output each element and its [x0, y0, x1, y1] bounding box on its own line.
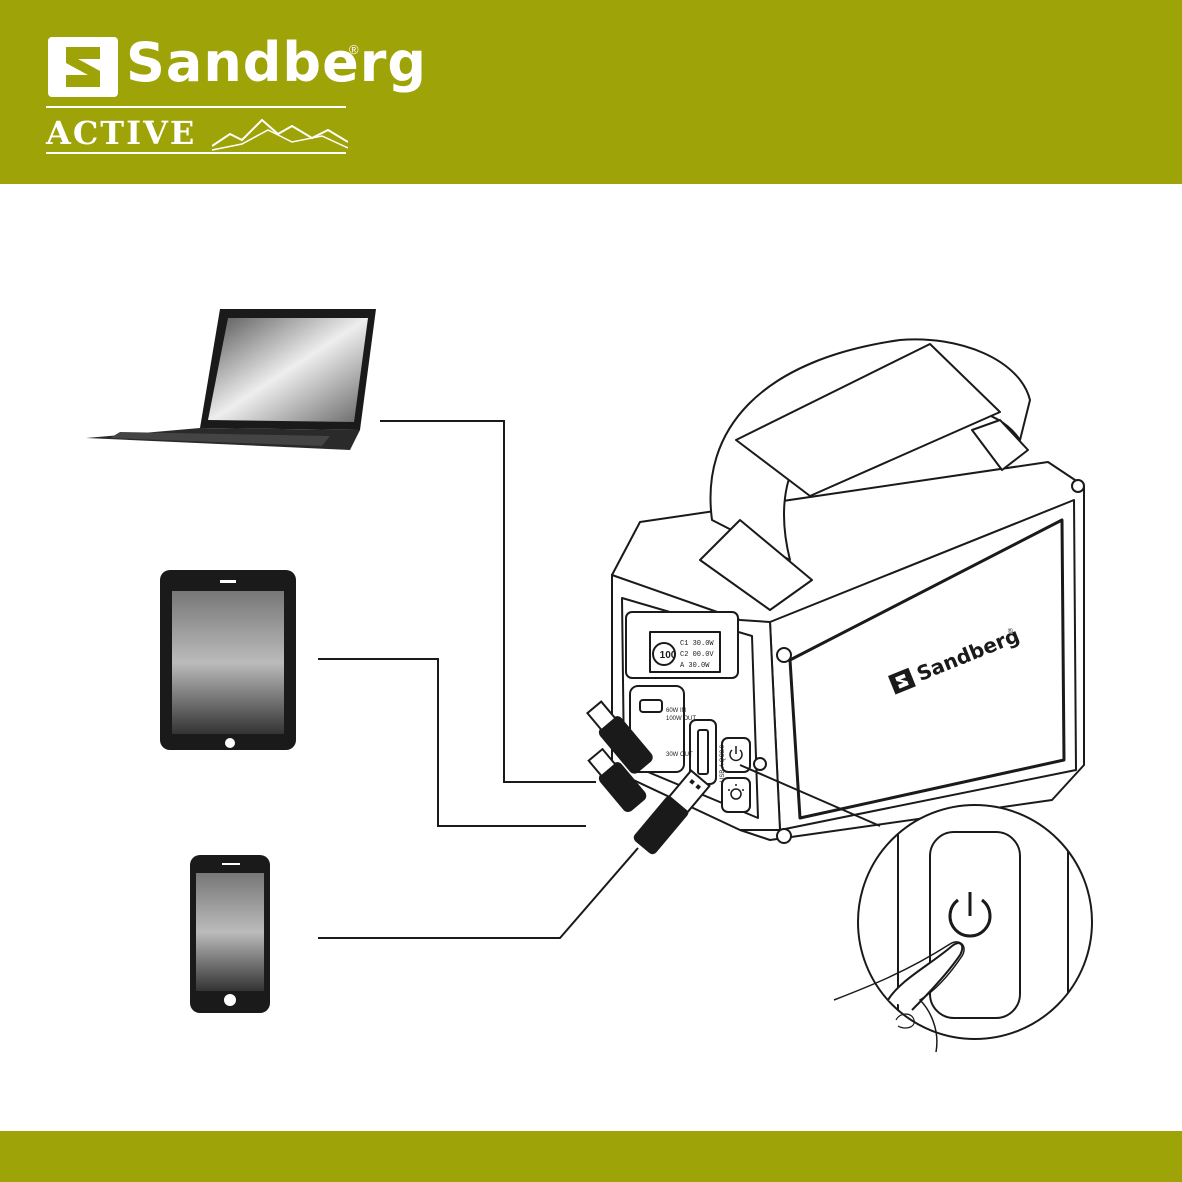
port-label-usb-a: USB-A QC3.0 — [720, 744, 726, 782]
laptop-icon — [86, 309, 376, 450]
battery-percent: 100 — [660, 650, 677, 661]
footer-banner — [0, 1131, 1182, 1182]
brand-name: Sandberg — [126, 30, 427, 96]
power-station — [612, 339, 1084, 843]
connection-diagram: 100 C1 30.0W C2 00.0V A 30.0W 60W IN 100… — [0, 184, 1182, 1131]
smartphone-icon — [190, 855, 270, 1013]
display-row-3: A 30.0W — [680, 662, 710, 670]
display-row-1: C1 30.0W — [680, 640, 714, 648]
cables — [318, 421, 638, 938]
registered-mark: ® — [349, 42, 359, 57]
mountains-icon — [212, 112, 348, 152]
top-rule — [46, 106, 346, 108]
port-label-60w-in: 60W IN — [666, 708, 686, 714]
header-banner: Sandberg ® ACTIVE — [0, 0, 1182, 184]
power-button-zoom — [834, 790, 1092, 1060]
bottom-rule — [46, 152, 346, 154]
tablet-icon — [160, 570, 296, 750]
sub-brand-active: ACTIVE — [46, 115, 196, 151]
display-row-2: C2 00.0V — [680, 651, 714, 659]
port-label-30w-out: 30W OUT — [666, 752, 693, 758]
port-label-100w-out: 100W OUT — [666, 716, 696, 722]
sandberg-logo-icon — [48, 37, 118, 97]
